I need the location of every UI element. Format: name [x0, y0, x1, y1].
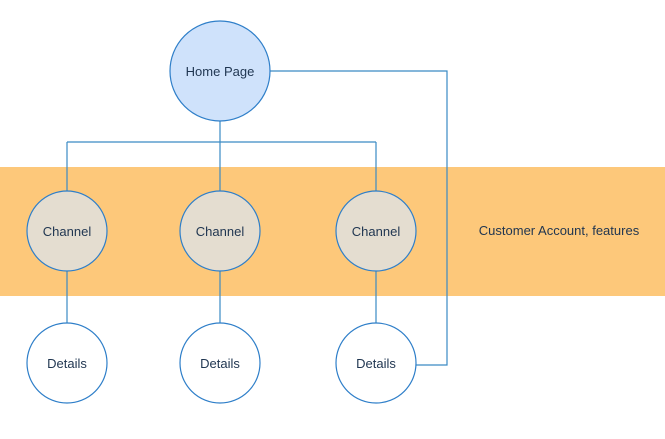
details-node: Details [335, 322, 417, 404]
details-label: Details [200, 356, 240, 371]
channel-node: Channel [26, 190, 108, 272]
home-page-label: Home Page [186, 64, 255, 79]
customer-account-label: Customer Account, features [479, 223, 640, 238]
home-page-node: Home Page [169, 20, 271, 122]
channel-label: Channel [196, 224, 245, 239]
details-node: Details [26, 322, 108, 404]
channel-node: Channel [335, 190, 417, 272]
channel-node: Channel [179, 190, 261, 272]
customer-account-band [0, 167, 665, 296]
channel-label: Channel [352, 224, 401, 239]
channel-label: Channel [43, 224, 92, 239]
connector-home-to-details-3 [270, 70, 448, 366]
details-label: Details [47, 356, 87, 371]
connectors [66, 70, 448, 366]
details-node: Details [179, 322, 261, 404]
details-label: Details [356, 356, 396, 371]
